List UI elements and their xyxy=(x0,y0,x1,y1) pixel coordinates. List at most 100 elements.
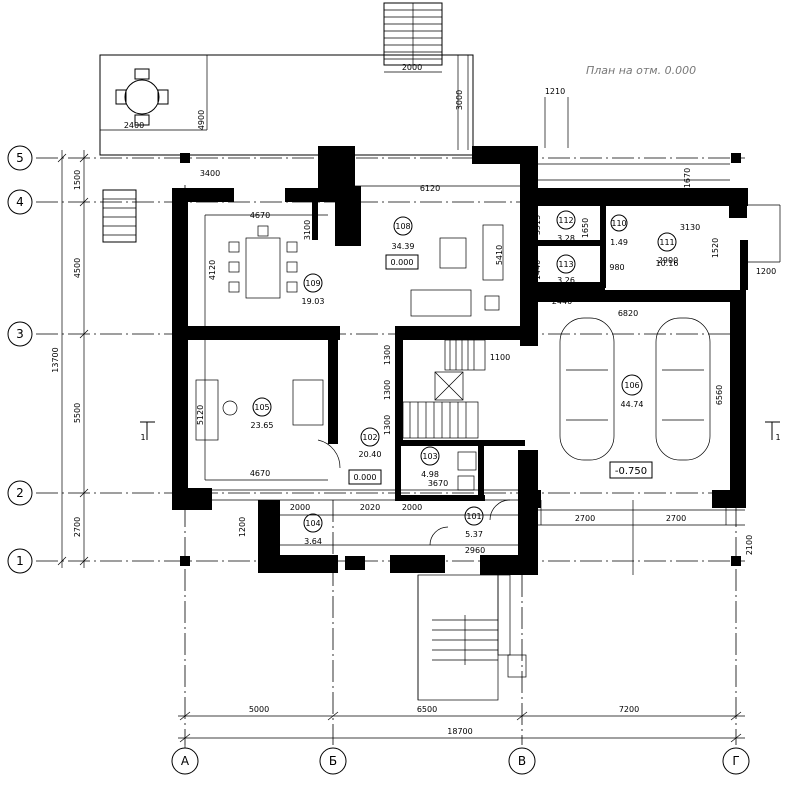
svg-text:1210: 1210 xyxy=(545,87,565,96)
svg-text:106: 106 xyxy=(624,381,639,390)
svg-text:980: 980 xyxy=(609,263,624,272)
car-right xyxy=(655,317,711,461)
svg-text:109: 109 xyxy=(305,279,320,288)
axis-bubble-B xyxy=(319,747,347,775)
left-dimensions: 1500 4500 5500 2700 13700 xyxy=(51,150,89,568)
dim-4500: 4500 xyxy=(73,258,82,278)
svg-text:1300: 1300 xyxy=(383,415,392,435)
dim-13700: 13700 xyxy=(51,347,60,372)
svg-text:10.16: 10.16 xyxy=(656,259,679,268)
svg-text:2700: 2700 xyxy=(575,514,595,523)
section-marks: 1 1 xyxy=(140,421,781,442)
svg-text:2700: 2700 xyxy=(666,514,686,523)
svg-text:3000: 3000 xyxy=(455,90,464,110)
svg-text:6560: 6560 xyxy=(715,385,724,405)
column-axis-markers: А Б В Г xyxy=(171,745,750,775)
svg-text:108: 108 xyxy=(395,222,410,231)
svg-text:5.37: 5.37 xyxy=(465,530,483,539)
car-left xyxy=(559,317,615,461)
svg-text:2020: 2020 xyxy=(360,503,380,512)
dim-5000: 5000 xyxy=(249,705,269,714)
svg-text:5410: 5410 xyxy=(495,245,504,265)
svg-text:103: 103 xyxy=(422,452,437,461)
svg-text:2000: 2000 xyxy=(402,63,422,72)
room-108: 108 34.39 xyxy=(392,216,415,251)
axis-label-5: 5 xyxy=(16,151,24,165)
axis-bubble-G xyxy=(722,747,750,775)
svg-text:2440: 2440 xyxy=(552,297,572,306)
row-axis-markers: 5 4 3 2 1 xyxy=(7,145,33,574)
svg-text:3100: 3100 xyxy=(303,220,312,240)
axis-label-2: 2 xyxy=(16,486,24,500)
svg-text:112: 112 xyxy=(558,216,573,225)
dim-2700: 2700 xyxy=(73,517,82,537)
svg-text:4900: 4900 xyxy=(197,110,206,130)
svg-text:1: 1 xyxy=(140,433,145,442)
svg-text:0.000: 0.000 xyxy=(391,258,414,267)
room-110: 110 1.49 xyxy=(610,214,628,247)
axis-label-V: В xyxy=(518,754,526,768)
room-102: 102 20.40 xyxy=(359,427,381,459)
dim-6500: 6500 xyxy=(417,705,437,714)
svg-text:44.74: 44.74 xyxy=(621,400,644,409)
svg-text:2000: 2000 xyxy=(290,503,310,512)
svg-text:6820: 6820 xyxy=(618,309,638,318)
svg-text:105: 105 xyxy=(254,403,269,412)
sofa xyxy=(410,289,472,317)
dim-1500: 1500 xyxy=(73,170,82,190)
svg-text:3130: 3130 xyxy=(680,223,700,232)
axis-bubble-3 xyxy=(7,321,33,347)
svg-text:1300: 1300 xyxy=(383,345,392,365)
room-106: 106 44.74 xyxy=(621,374,644,409)
interior-lines xyxy=(175,97,781,701)
room-104: 104 3.64 xyxy=(303,513,323,546)
svg-text:3.26: 3.26 xyxy=(557,276,575,285)
svg-text:1200: 1200 xyxy=(238,517,247,537)
room-103: 103 4.98 xyxy=(420,446,440,479)
svg-text:23.65: 23.65 xyxy=(251,421,274,430)
axis-bubble-V xyxy=(508,747,536,775)
dining-table xyxy=(245,237,281,299)
terrace: 2000 3000 2400 4900 3400 xyxy=(99,2,474,243)
dim-7200: 7200 xyxy=(619,705,639,714)
furniture xyxy=(195,224,711,491)
svg-text:1670: 1670 xyxy=(683,168,692,188)
svg-text:1440: 1440 xyxy=(533,260,542,280)
svg-text:1200: 1200 xyxy=(756,267,776,276)
plan-title: План на отм. 0.000 xyxy=(586,64,696,77)
round-table xyxy=(124,79,160,115)
svg-text:2960: 2960 xyxy=(465,546,485,555)
axis-label-3: 3 xyxy=(16,327,24,341)
svg-text:2100: 2100 xyxy=(745,535,754,555)
svg-text:6120: 6120 xyxy=(420,184,440,193)
svg-text:2900: 2900 xyxy=(658,256,678,265)
dim-18700: 18700 xyxy=(447,727,472,736)
svg-text:113: 113 xyxy=(558,260,573,269)
svg-text:1.49: 1.49 xyxy=(610,238,628,247)
svg-text:4670: 4670 xyxy=(250,469,270,478)
room-105: 105 23.65 xyxy=(251,397,274,430)
grid-axis-lines xyxy=(36,157,745,745)
axis-label-A: А xyxy=(181,754,190,768)
svg-text:3670: 3670 xyxy=(428,479,448,488)
svg-text:4.98: 4.98 xyxy=(421,470,439,479)
svg-text:1300: 1300 xyxy=(383,380,392,400)
svg-text:3.64: 3.64 xyxy=(304,537,322,546)
room-101: 101 5.37 xyxy=(464,506,484,539)
svg-text:2400: 2400 xyxy=(124,121,144,130)
svg-text:104: 104 xyxy=(305,519,320,528)
svg-text:3400: 3400 xyxy=(200,169,220,178)
interior-dimensions: 6120 4670 4670 3100 4120 5120 5410 1210 … xyxy=(196,87,776,555)
bottom-dimensions: 5000 6500 7200 18700 xyxy=(178,705,745,743)
svg-text:0.000: 0.000 xyxy=(354,473,377,482)
axis-label-4: 4 xyxy=(16,195,24,209)
level-marks: 0.000 0.000 -0.750 xyxy=(348,254,653,485)
axis-label-B: Б xyxy=(329,754,337,768)
svg-text:4120: 4120 xyxy=(208,260,217,280)
svg-text:1: 1 xyxy=(775,433,780,442)
room-111: 111 10.16 xyxy=(656,232,679,268)
svg-text:34.39: 34.39 xyxy=(392,242,415,251)
dim-5500: 5500 xyxy=(73,403,82,423)
room-113: 113 3.26 xyxy=(556,254,576,285)
